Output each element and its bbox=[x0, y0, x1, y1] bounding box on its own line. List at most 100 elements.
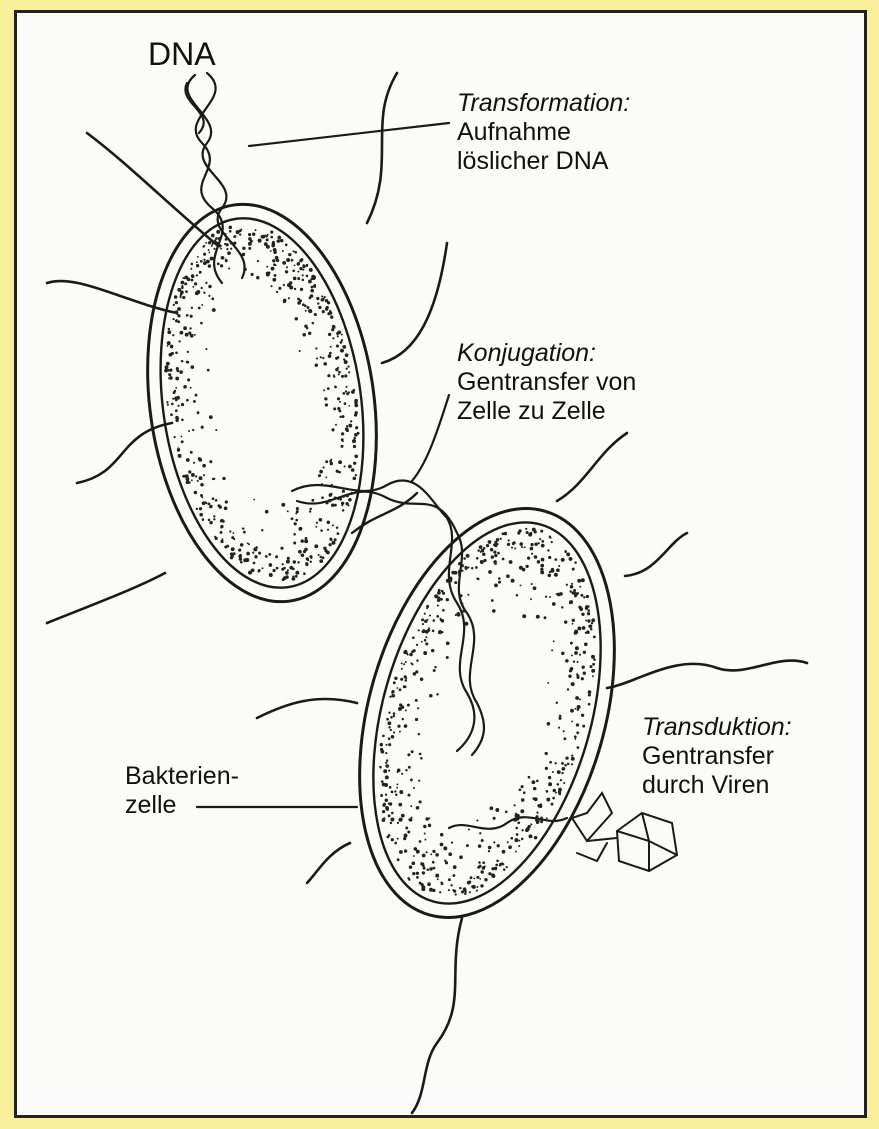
stipple-dot bbox=[511, 579, 515, 583]
stipple-dot bbox=[545, 596, 547, 598]
stipple-dot bbox=[388, 814, 391, 817]
stipple-dot bbox=[216, 230, 220, 234]
stipple-dot bbox=[412, 649, 415, 652]
stipple-dot bbox=[561, 652, 564, 655]
stipple-dot bbox=[191, 279, 194, 282]
stipple-dot bbox=[270, 231, 273, 234]
stipple-dot bbox=[391, 690, 394, 693]
stipple-dot bbox=[318, 306, 321, 309]
stipple-dot bbox=[322, 556, 325, 559]
stipple-dot bbox=[288, 297, 290, 299]
stipple-dot bbox=[305, 562, 308, 565]
stipple-dot bbox=[281, 503, 285, 507]
stipple-dot bbox=[420, 883, 423, 886]
stipple-dot bbox=[319, 559, 323, 563]
stipple-dot bbox=[405, 709, 407, 711]
stipple-dot bbox=[325, 299, 328, 302]
stipple-dot bbox=[423, 651, 427, 655]
stipple-dot bbox=[196, 290, 200, 294]
stipple-dot bbox=[325, 501, 328, 504]
stipple-dot bbox=[308, 332, 311, 335]
stipple-dot bbox=[569, 601, 572, 604]
stipple-dot bbox=[476, 886, 478, 888]
stipple-dot bbox=[556, 568, 560, 572]
stipple-dot bbox=[552, 771, 554, 773]
stipple-dot bbox=[201, 304, 203, 306]
stipple-dot bbox=[186, 314, 189, 317]
stipple-dot bbox=[453, 865, 457, 869]
stipple-dot bbox=[482, 861, 485, 864]
stipple-dot bbox=[315, 363, 318, 366]
stipple-dot bbox=[190, 315, 193, 318]
stipple-dot bbox=[328, 333, 331, 336]
stipple-dot bbox=[492, 874, 496, 878]
bakterienzelle-line2: zelle bbox=[125, 791, 239, 820]
stipple-dot bbox=[229, 530, 231, 532]
stipple-dot bbox=[295, 575, 298, 578]
stipple-dot bbox=[425, 642, 428, 645]
stipple-dot bbox=[516, 833, 519, 836]
stipple-dot bbox=[399, 818, 403, 822]
stipple-dot bbox=[466, 844, 469, 847]
stipple-dot bbox=[574, 561, 577, 564]
stipple-dot bbox=[394, 842, 397, 845]
stipple-dot bbox=[585, 632, 587, 634]
stipple-dot bbox=[388, 802, 390, 804]
stipple-dot bbox=[320, 356, 322, 358]
stipple-dot bbox=[540, 570, 544, 574]
stipple-dot bbox=[592, 663, 595, 666]
stipple-dot bbox=[577, 705, 581, 709]
stipple-dot bbox=[560, 779, 562, 781]
stipple-dot bbox=[187, 351, 189, 353]
stipple-dot bbox=[221, 256, 225, 260]
stipple-dot bbox=[337, 331, 341, 335]
stipple-dot bbox=[319, 556, 322, 559]
stipple-dot bbox=[581, 677, 584, 680]
stipple-dot bbox=[208, 251, 210, 253]
stipple-dot bbox=[191, 263, 194, 266]
stipple-dot bbox=[299, 299, 302, 302]
stipple-dot bbox=[528, 533, 532, 537]
stipple-dot bbox=[547, 549, 549, 551]
stipple-dot bbox=[394, 790, 396, 792]
stipple-dot bbox=[225, 259, 228, 262]
stipple-dot bbox=[226, 243, 229, 246]
stipple-dot bbox=[317, 302, 319, 304]
stipple-dot bbox=[551, 649, 553, 651]
stipple-dot bbox=[208, 295, 210, 297]
stipple-dot bbox=[350, 492, 353, 495]
stipple-dot bbox=[440, 881, 442, 883]
stipple-dot bbox=[201, 426, 204, 429]
stipple-dot bbox=[435, 853, 439, 857]
stipple-dot bbox=[468, 567, 470, 569]
stipple-dot bbox=[572, 619, 575, 622]
stipple-dot bbox=[593, 658, 596, 661]
stipple-dot bbox=[571, 682, 575, 686]
stipple-dot bbox=[565, 756, 568, 759]
stipple-dot bbox=[355, 474, 357, 476]
stipple-dot bbox=[177, 307, 181, 311]
stipple-dot bbox=[382, 735, 385, 738]
stipple-dot bbox=[570, 667, 574, 671]
stipple-dot bbox=[282, 250, 284, 252]
stipple-dot bbox=[546, 790, 549, 793]
stipple-dot bbox=[493, 841, 495, 843]
stipple-dot bbox=[442, 609, 445, 612]
stipple-dot bbox=[498, 826, 500, 828]
flagellum bbox=[87, 133, 217, 245]
stipple-dot bbox=[535, 815, 538, 818]
stipple-dot bbox=[258, 239, 262, 243]
stipple-dot bbox=[399, 850, 403, 854]
stipple-dot bbox=[318, 474, 321, 477]
stipple-dot bbox=[491, 867, 494, 870]
stipple-dot bbox=[213, 478, 215, 480]
stipple-dot bbox=[354, 399, 358, 403]
stipple-dot bbox=[340, 341, 343, 344]
stipple-dot bbox=[346, 392, 349, 395]
stipple-dot bbox=[177, 320, 180, 323]
stipple-dot bbox=[175, 351, 178, 354]
stipple-dot bbox=[520, 809, 524, 813]
stipple-dot bbox=[306, 264, 309, 267]
stipple-dot bbox=[506, 866, 508, 868]
stipple-dot bbox=[208, 241, 211, 244]
